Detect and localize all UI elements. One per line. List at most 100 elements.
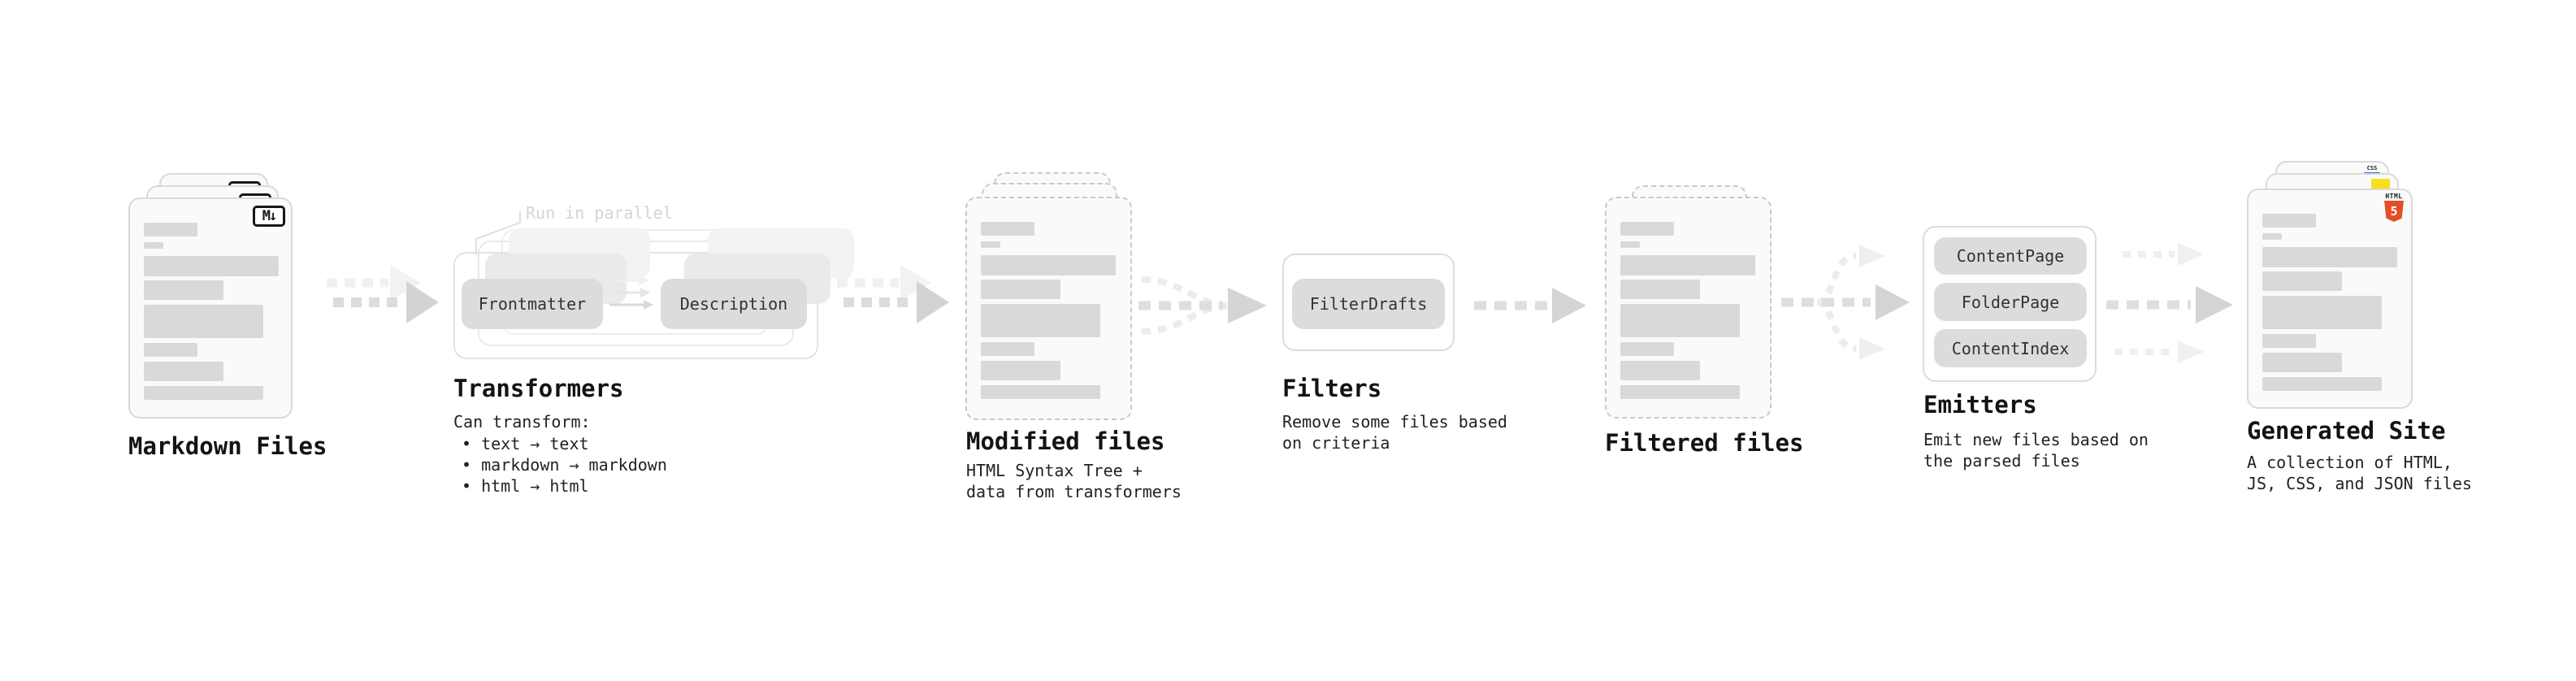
text-line-bar [144,223,197,236]
arrow-head [1228,288,1267,323]
text-line-bar [2262,214,2316,228]
arrow-head-top [2178,243,2204,266]
arrow-head [917,281,949,323]
filters-title: Filters [1282,375,1382,402]
inner-arrow-head [644,300,653,310]
text-line-bar [144,256,279,276]
filters-box [1282,254,1455,351]
filterdrafts-block: FilterDrafts [1292,279,1445,329]
text-line-bar [981,361,1060,380]
css-icon-label: CSS [2366,165,2378,171]
transformers-caption: Can transform: [453,412,591,432]
markdown-files-title: Markdown Files [128,432,327,460]
text-line-bar [981,304,1100,337]
text-line-bar [1620,255,1755,275]
contentindex-block: ContentIndex [1934,329,2087,367]
run-in-parallel-note: Run in parallel [526,203,673,223]
text-line-bar [981,222,1034,236]
text-line-bar [1620,385,1740,399]
transformers-bullet: • markdown → markdown [462,455,667,475]
generated-site-caption-line: JS, CSS, and JSON files [2247,474,2472,493]
text-line-bar [2262,353,2342,372]
markdown-icon: M↓ [253,206,285,227]
arrow-emitters-to-generated [2106,243,2233,363]
arrow-head-middle [2196,286,2233,323]
modified-files-caption-line: data from transformers [966,482,1182,501]
html5-number: 5 [2390,204,2398,219]
text-line-bar [144,362,223,381]
html5-icon: HTML 5 [2383,193,2405,222]
text-line-bar [2262,296,2382,329]
arrow-head-bottom [2178,340,2204,363]
filtered-file-card-front [1605,197,1772,419]
emitters-caption-line: the parsed files [1923,451,2080,471]
text-line-bar [2262,247,2397,267]
arrow-markdown-to-transformers [327,265,439,323]
text-line-bar [981,342,1034,356]
filters-caption-line: on criteria [1282,433,1390,453]
text-line-bar [2262,334,2316,348]
fanout-head-top [1859,245,1885,267]
modified-file-card-front [965,197,1132,420]
fanout-head-bottom [1859,337,1885,360]
description-block: Description [661,279,807,329]
filters-caption-line: Remove some files based [1282,412,1507,432]
arrow-head [406,281,439,323]
inner-arrow-head [639,275,648,285]
note-leader-line [475,211,521,255]
text-line-bar [2262,271,2342,291]
converge-curve-top [1141,276,1229,309]
transformer-inner-arrows [609,275,653,310]
text-line-bar [2262,233,2282,240]
fanout-curve-top [1816,253,1857,306]
converge-curve-bottom [1141,302,1229,335]
text-line-bar [144,343,197,357]
arrow-ghost-head [390,265,421,301]
folderpage-block: FolderPage [1934,283,2087,321]
text-line-bar [981,280,1060,299]
text-line-bar [1620,222,1674,236]
text-line-bar [981,241,1000,248]
text-line-bar [1620,342,1674,356]
text-line-bar [144,280,223,300]
transformers-bullet: • html → html [462,476,589,496]
transformers-title: Transformers [453,375,624,402]
text-line-bar [981,255,1116,275]
emitters-title: Emitters [1923,391,2037,419]
arrow-modified-to-filters [1138,276,1267,335]
leader-line [475,211,521,255]
modified-files-caption-line: HTML Syntax Tree + [966,461,1143,480]
markdown-file-card-front: M↓ [128,197,293,419]
emitters-box [1923,226,2097,382]
text-line-bar [2262,377,2382,391]
arrow-filtered-to-emitters [1781,245,1910,360]
emitters-caption-line: Emit new files based on [1923,430,2149,449]
text-line-bar [1620,361,1700,380]
modified-files-stack [963,171,1158,423]
fanout-curve-bottom [1816,299,1857,352]
generated-site-stack: CSS HTML 5 [2244,159,2439,419]
inner-arrow-head [640,288,650,297]
arrow-ghost-head [900,265,931,301]
filtered-files-stack [1602,174,1798,426]
frontmatter-block: Frontmatter [462,279,603,329]
markdown-files-stack: M↓ M↓ M↓ [126,171,321,423]
transformers-bullet: • text → text [462,434,589,453]
text-line-bar [144,242,163,249]
html-file-card: HTML 5 [2247,189,2413,409]
generated-site-caption-line: A collection of HTML, [2247,453,2452,472]
text-line-bar [144,305,263,338]
text-line-bar [1620,241,1640,248]
text-line-bar [144,386,263,400]
filtered-files-title: Filtered files [1605,429,1804,457]
html5-shield: 5 [2384,201,2404,222]
js-icon [2371,179,2390,189]
arrow-transformers-to-modified [837,265,949,323]
contentpage-block: ContentPage [1934,237,2087,275]
generated-site-title: Generated Site [2247,417,2446,445]
modified-files-title: Modified files [966,427,1165,455]
text-line-bar [1620,280,1700,299]
arrow-head [1876,284,1910,320]
arrow-filters-to-filtered [1474,288,1586,323]
